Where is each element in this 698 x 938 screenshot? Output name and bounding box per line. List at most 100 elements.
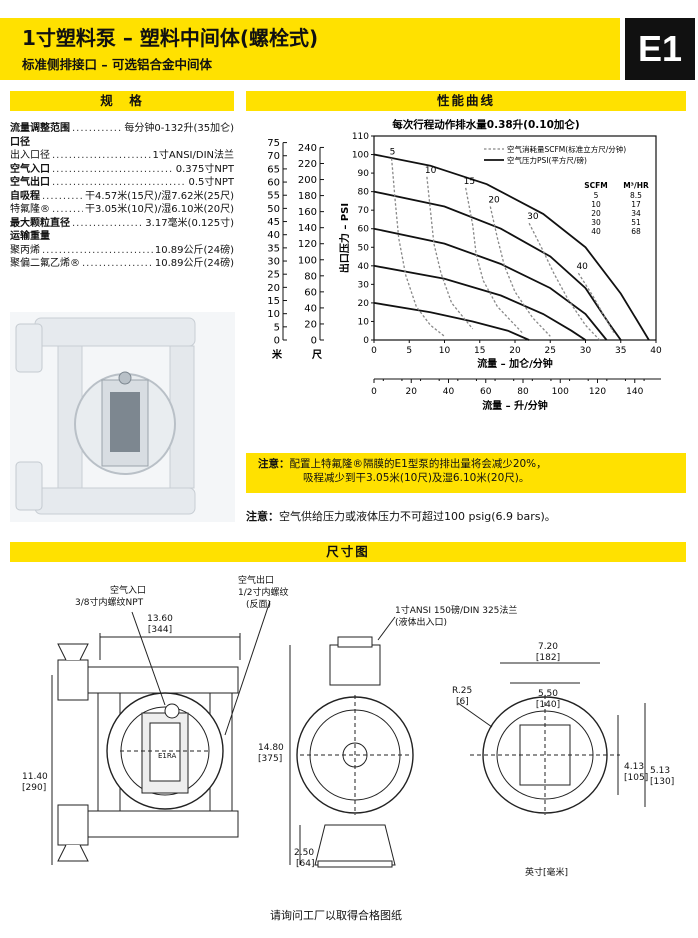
dim-front-height-mm: [375] [258,754,282,764]
spec-row: 出入口径1寸ANSI/DIN法兰 [10,149,234,163]
y-tick-label: 90 [358,169,370,179]
m3hr-cell: 68 [631,227,641,236]
pump-photo [10,312,235,522]
air-inlet-thread: 3/8寸内螺纹NPT [75,596,144,608]
x-tick-label: 20 [509,346,521,356]
scfm-cell: 40 [591,227,601,236]
legend-air-pressure: 空气压力PSI(平方尺/磅) [507,155,587,165]
meters-tick-label: 60 [267,178,280,189]
spec-label: 出入口径 [10,150,50,161]
scfm-curve [577,272,615,333]
pump-side-view [57,643,239,862]
y-tick-label: 20 [358,299,370,309]
meters-tick-label: 65 [267,164,280,175]
scfm-curve [489,206,551,337]
legend-air-consumption: 空气消耗量SCFM(标准立方尺/分钟) [507,144,626,154]
spec-label: 流量调整范围 [10,123,70,134]
feet-tick-label: 60 [304,287,317,298]
chart-title: 每次行程动作排水量0.38升(0.10加仑) [392,118,579,131]
x-tick-label: 5 [406,346,412,356]
scfm-curve-label: 20 [488,195,500,205]
meters-label: 米 [272,348,283,361]
pressure-curve [373,302,530,341]
unit-label: 英寸[毫米] [525,866,568,878]
spec-leader [52,203,83,217]
spec-leader [52,149,151,163]
chart-legend: 空气消耗量SCFM(标准立方尺/分钟)空气压力PSI(平方尺/磅) [484,144,626,165]
spec-row: 流量调整范围每分钟0-132升(35加仑) [10,122,234,136]
note-pressure: 注意：空气供给压力或液体压力不可超过100 psig(6.9 bars)。 [246,508,556,524]
y-tick-label: 40 [358,262,370,272]
meters-tick-label: 15 [267,296,280,307]
x-tick-label: 30 [580,346,592,356]
dim-side-w2-mm: [140] [536,700,560,710]
dim-base-mm: [64] [296,859,314,869]
dim-height-mm: [290] [22,783,46,793]
lpm-tick-label: 140 [626,387,643,397]
scfm-curve-label: 30 [527,212,539,222]
scfm-curve-label: 10 [425,166,437,176]
pressure-curve [373,153,650,341]
spec-row: 自吸程干4.57米(15尺)/湿7.62米(25尺) [10,190,234,204]
y-tick-label: 30 [358,280,370,290]
note2-text: 空气供给压力或液体压力不可超过100 psig(6.9 bars)。 [279,510,556,523]
scfm-curve-label: 40 [576,262,588,272]
air-outlet-label: 空气出口 [238,574,274,586]
spec-leader [82,257,153,271]
spec-value: 0.5寸NPT [188,177,234,188]
spec-row: 空气入口 0.375寸NPT [10,163,234,177]
meters-tick-label: 55 [267,191,280,202]
meters-tick-label: 40 [267,230,280,241]
spec-label: 聚偏二氟乙烯® [10,258,80,269]
scfm-curve [390,158,445,337]
note-teflon: 注意：配置上特氟隆®隔膜的E1型泵的排出量将会减少20%， 吸程减少到干3.05… [246,453,686,493]
meters-tick-label: 45 [267,217,280,228]
dimensions-heading: 尺寸图 [10,542,686,562]
performance-heading: 性能曲线 [246,91,686,111]
note1-line1: 配置上特氟隆®隔膜的E1型泵的排出量将会减少20%， [289,458,547,470]
feet-label: 尺 [312,349,322,361]
y-tick-label: 70 [358,206,370,216]
x-tick-label: 35 [615,346,626,356]
meters-tick-label: 25 [267,270,280,281]
lpm-tick-label: 40 [443,387,455,397]
y-tick-label: 80 [358,188,370,198]
x-tick-label: 0 [371,346,377,356]
dim-width-mm: [344] [148,625,172,635]
meters-tick-label: 20 [267,283,280,294]
feet-tick-label: 100 [298,255,317,266]
spec-value: 3.17毫米(0.125寸) [145,217,234,229]
spec-label: 最大颗粒直径 [10,217,70,229]
feet-tick-label: 80 [304,271,317,282]
spec-value: 0.375寸NPT [175,163,234,175]
scfm-cell: 5 [594,191,599,200]
dimension-drawing: 空气入口 3/8寸内螺纹NPT 空气出口 1/2寸内螺纹 (反面) 1寸ANSI… [22,574,674,922]
note2-label: 注意： [246,510,279,523]
lpm-tick-label: 20 [406,387,418,397]
spec-label: 口径 [10,136,30,148]
y-axis-label: 出口压力 – PSI [338,203,351,273]
spec-label: 空气入口 [10,163,50,175]
header-bar [0,18,620,80]
spec-label: 运输重量 [10,231,50,242]
meters-tick-label: 70 [267,151,280,162]
feet-tick-label: 180 [298,191,317,202]
page-title: 1寸塑料泵 – 塑料中间体(螺栓式) [22,26,319,50]
page-subtitle: 标准侧排接口 – 可选铝合金中间体 [22,57,212,72]
lpm-tick-label: 60 [480,387,492,397]
dim-side-w1-mm: [182] [536,653,560,663]
scfm-curve [465,187,523,334]
x-axis-label: 流量 – 加仑/分钟 [477,357,553,370]
scfm-curve [426,176,474,330]
spec-leader [52,176,186,190]
footer-note: 请询问工厂以取得合格图纸 [270,908,402,922]
dim-side-w1: 7.20 [538,642,558,652]
scfm-cell: 10 [591,200,601,209]
feet-tick-label: 240 [298,143,317,154]
y-tick-label: 50 [358,243,370,253]
m3hr-cell: 51 [631,218,641,227]
feet-tick-label: 120 [298,239,317,250]
meters-tick-label: 50 [267,204,280,215]
note1-line2: 吸程减少到干3.05米(10尺)及湿6.10米(20尺)。 [303,472,530,484]
spec-leader [72,217,143,231]
